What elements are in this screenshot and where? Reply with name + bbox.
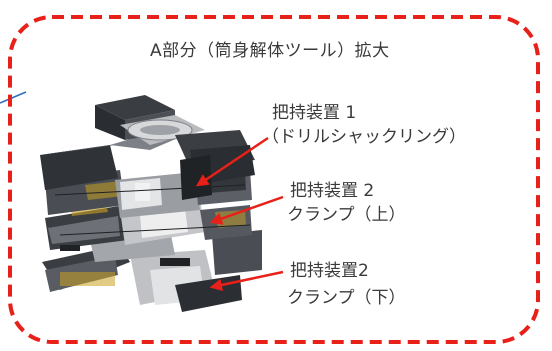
arrow-grip-2-upper [209,195,284,225]
callout-1-line1: 把持装置 1 [272,103,357,123]
diagram-title: A部分（筒身解体ツール）拡大 [150,41,390,61]
callout-1-line2: （ドリルシャックリング） [262,127,466,147]
callout-2-line1: 把持装置 2 [290,181,375,201]
callout-2-line2: クランプ（上） [287,205,406,225]
zoom-frame [8,15,540,344]
callout-3-line2: クランプ（下） [287,288,406,308]
callout-3-line1: 把持装置2 [290,261,369,281]
leader-line [0,91,27,104]
arrow-grip-1 [195,136,269,187]
dismantling-tool-model [40,95,262,312]
arrow-grip-2-lower [209,270,284,292]
